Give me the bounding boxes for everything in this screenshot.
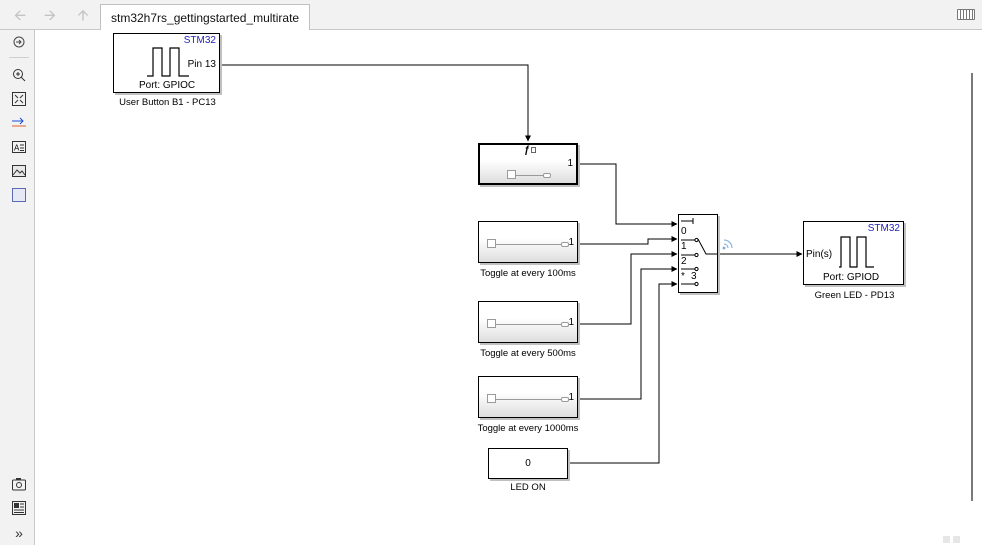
pulse-wave-icon [839, 236, 874, 268]
toggle-1000ms-block[interactable]: 1 [478, 376, 578, 418]
slider-knob [487, 239, 496, 248]
slider-track [496, 324, 561, 325]
toggle-100ms-caption: Toggle at every 100ms [480, 268, 576, 279]
signal-line-icon[interactable] [11, 115, 27, 131]
slider-knob [507, 170, 516, 179]
switch-port-0: 0 [681, 226, 687, 237]
trigger-port-icon [531, 147, 536, 153]
image-icon[interactable] [11, 163, 27, 179]
screenshot-icon[interactable] [11, 476, 27, 492]
port-label: Port: GPIOC [139, 80, 196, 91]
switch-port-1: 1 [681, 241, 687, 252]
stm32-tag: STM32 [183, 35, 216, 46]
switch-diagram [681, 218, 718, 287]
stm32-tag: STM32 [867, 223, 900, 234]
pulse-wave-icon [147, 47, 189, 77]
slider-end [561, 322, 569, 327]
left-palette: A » [0, 30, 35, 545]
switch-default-mark: * [681, 271, 685, 282]
slider-track [496, 244, 561, 245]
green-led-caption: Green LED - PD13 [814, 290, 895, 301]
green-led-block[interactable]: STM32 Pin(s) Port: GPIOD [803, 221, 904, 285]
signal-100ms-to-switch [578, 236, 678, 245]
constant-block[interactable]: 0 [488, 448, 568, 479]
signal-button-to-trigger [220, 64, 531, 142]
function-call-icon: ƒ [524, 145, 530, 156]
signal-logging-icon[interactable] [721, 237, 735, 251]
toggle-trigger-block[interactable]: ƒ 1 [478, 143, 578, 185]
multiport-switch-block[interactable]: 0 1 2 * 3 [678, 214, 718, 293]
svg-text:A: A [14, 144, 20, 153]
zoom-icon[interactable] [11, 67, 27, 83]
model-tab[interactable]: stm32h7rs_gettingstarted_multirate [100, 4, 311, 30]
forward-arrow-icon[interactable]: 🡪 [43, 6, 57, 24]
toggle-output-label: 1 [568, 237, 574, 248]
model-canvas[interactable]: STM32 Pin 13 Port: GPIOC User Button B1 … [35, 30, 982, 545]
model-tab-label: stm32h7rs_gettingstarted_multirate [111, 10, 300, 25]
slider-end [543, 173, 551, 178]
toggle-500ms-block[interactable]: 1 [478, 301, 578, 343]
user-button-block[interactable]: STM32 Pin 13 Port: GPIOC [113, 33, 220, 93]
hide-explorer-icon[interactable] [11, 34, 27, 50]
slider-end [561, 242, 569, 247]
up-arrow-icon[interactable]: 🡩 [77, 6, 89, 24]
resize-grip-icon[interactable] [942, 535, 962, 543]
signal-constant-to-switch [568, 281, 678, 464]
toggle-1000ms-caption: Toggle at every 1000ms [477, 423, 579, 434]
fit-to-view-icon[interactable] [11, 91, 27, 107]
toggle-100ms-block[interactable]: 1 [478, 221, 578, 263]
slider-track [496, 399, 561, 400]
editor-toolbar: 🡨 🡪 🡩 stm32h7rs_gettingstarted_multirate [0, 0, 982, 30]
switch-port-3: 3 [691, 271, 697, 282]
slider-knob [487, 319, 496, 328]
area-icon[interactable] [11, 187, 27, 203]
vertical-scrollbar[interactable] [971, 73, 973, 501]
annotation-icon[interactable]: A [11, 139, 27, 155]
slider-track [516, 175, 544, 176]
port-label: Port: GPIOD [823, 272, 880, 283]
signal-500ms-to-switch [578, 251, 678, 325]
toggle-500ms-caption: Toggle at every 500ms [480, 348, 576, 359]
property-inspector-icon[interactable] [11, 500, 27, 516]
signal-lines [220, 64, 803, 464]
user-button-caption: User Button B1 - PC13 [119, 97, 216, 108]
pins-input-label: Pin(s) [806, 249, 833, 260]
toggle-output-label: 1 [568, 392, 574, 403]
signal-1000ms-to-switch [578, 266, 678, 400]
toggle-output-label: 1 [568, 317, 574, 328]
keyboard-icon[interactable] [957, 9, 975, 20]
constant-value: 0 [525, 458, 531, 469]
switch-port-2: 2 [681, 256, 687, 267]
slider-knob [487, 394, 496, 403]
back-arrow-icon[interactable]: 🡨 [13, 6, 27, 24]
toolbar-separator [9, 57, 29, 58]
counter-output-label: 1 [567, 158, 573, 169]
signal-counter-to-switch-ctrl [578, 163, 678, 227]
expand-icon[interactable]: » [15, 525, 23, 541]
slider-end [561, 397, 569, 402]
constant-caption: LED ON [510, 482, 546, 493]
pin-label: Pin 13 [187, 59, 216, 70]
